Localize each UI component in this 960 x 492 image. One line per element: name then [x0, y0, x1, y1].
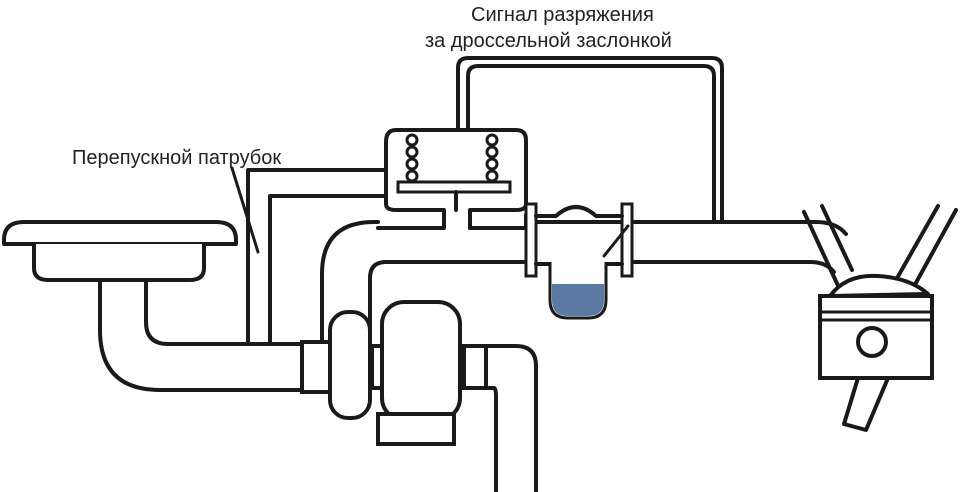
valve-spring-right — [485, 133, 499, 183]
vacuum-signal-label-line1: Сигнал разряжения — [471, 4, 654, 26]
intake-pipe — [98, 278, 304, 392]
valve-spring-left — [405, 133, 419, 183]
fluid-level — [552, 284, 604, 316]
bypass-pipe-label: Перепускной патрубок — [72, 147, 282, 169]
engine-cylinder — [802, 204, 958, 432]
exhaust-pipe — [484, 344, 538, 492]
vacuum-signal-label-line2: за дроссельной заслонкой — [425, 30, 672, 52]
turbocharger — [300, 300, 488, 446]
fluid-reservoir — [548, 262, 608, 320]
bypass-pipe — [230, 166, 388, 346]
charge-pipe — [320, 220, 848, 346]
air-filter — [2, 220, 238, 282]
bypass-valve — [376, 128, 528, 230]
vacuum-signal-line — [456, 56, 724, 224]
